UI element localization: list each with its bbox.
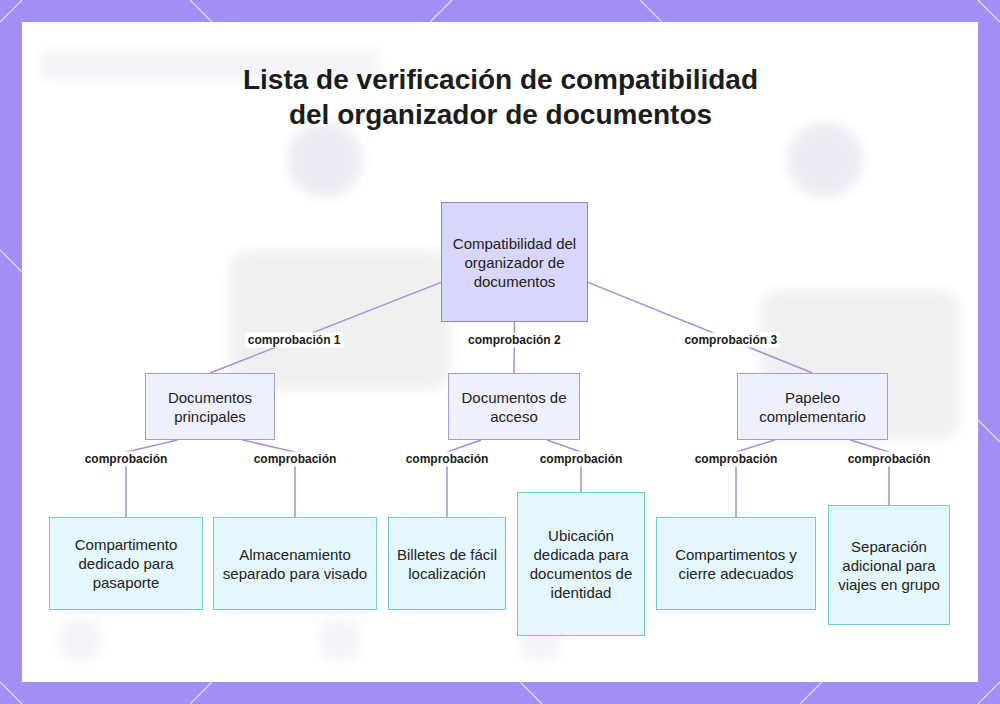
edge-label: comprobación: [845, 452, 934, 467]
edge-label: comprobación 2: [465, 333, 564, 348]
box-text: Separación adicional para viajes en grup…: [835, 537, 943, 594]
box-text: Documentos de acceso: [455, 388, 573, 426]
connector: [513, 322, 515, 373]
box-text: Compartimento dedicado para pasaporte: [56, 535, 196, 592]
edge-label: comprobación 3: [681, 333, 780, 348]
edge-label: comprobación: [82, 452, 171, 467]
check-box: Almacenamiento separado para visado: [213, 517, 377, 610]
category-box: Papeleo complementario: [737, 373, 888, 440]
box-text: Compatibilidad del organizador de docume…: [448, 234, 581, 291]
category-box: Documentos principales: [145, 373, 275, 440]
box-text: Ubicación dedicada para documentos de id…: [524, 526, 638, 602]
check-box: Billetes de fácil localización: [388, 517, 506, 610]
check-box: Separación adicional para viajes en grup…: [828, 505, 950, 625]
root-box: Compatibilidad del organizador de docume…: [441, 202, 588, 322]
diagram-title: Lista de verificación de compatibilidad …: [228, 62, 773, 132]
check-box: Compartimentos y cierre adecuados: [656, 517, 816, 610]
edge-label: comprobación: [403, 452, 492, 467]
box-text: Documentos principales: [152, 388, 268, 426]
blurred-backdrop: [40, 50, 960, 660]
page-ground: [22, 22, 978, 682]
box-text: Papeleo complementario: [744, 388, 881, 426]
connector: [588, 282, 813, 373]
box-text: Compartimentos y cierre adecuados: [663, 545, 809, 583]
edge-label: comprobación: [251, 452, 340, 467]
connector: [850, 440, 889, 505]
edge-label: comprobación: [537, 452, 626, 467]
check-box: Compartimento dedicado para pasaporte: [49, 517, 203, 610]
check-box: Ubicación dedicada para documentos de id…: [517, 492, 645, 636]
box-text: Almacenamiento separado para visado: [220, 545, 370, 583]
connector: [210, 282, 441, 373]
edge-label: comprobación 1: [245, 333, 344, 348]
category-box: Documentos de acceso: [448, 373, 580, 440]
edge-label: comprobación: [692, 452, 781, 467]
box-text: Billetes de fácil localización: [395, 545, 499, 583]
